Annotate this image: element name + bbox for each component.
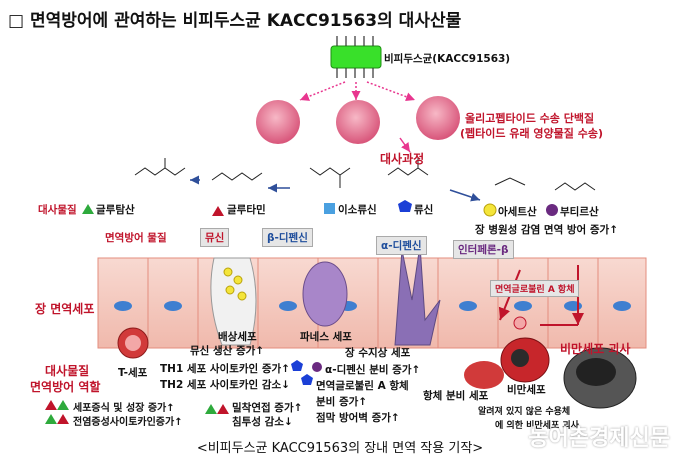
mucosa-effect: 점막 방어벽 증가↑ <box>316 412 400 424</box>
glutamate-molecule-icon <box>134 158 186 176</box>
intestinal-epithelium <box>97 257 647 349</box>
acetic-label: 아세트산 <box>498 206 537 218</box>
receptor-icon <box>513 316 527 330</box>
epithelial-cells <box>147 258 599 348</box>
goblet-cell-icon <box>210 257 257 346</box>
plasma-cell-label: 항체 분비 세포 <box>423 390 489 402</box>
page-title: □ 면역방어에 관여하는 비피두스균 KACC91563의 대사산물 <box>8 11 462 31</box>
t-cell-label: T-세포 <box>118 367 148 379</box>
dendritic-cell-label: 장 수지상 세포 <box>345 347 411 359</box>
butyric-molecule-icon <box>554 182 596 191</box>
beta-defensin-label: β-디펜신 <box>262 228 313 247</box>
iga-effect: 면역글로불린 A 항체 <box>316 380 409 392</box>
iga-secretion-effect: 분비 증가↑ <box>316 396 368 408</box>
oligopeptide-label-1: 올리고펩타이드 수송 단백질 <box>465 112 595 125</box>
plasma-cell-icon <box>464 361 504 389</box>
oligopeptide-protein-icon <box>256 100 300 144</box>
mucin-production-effect: 뮤신 생산 증가↑ <box>190 345 265 357</box>
goblet-cell-label: 배상세포 <box>218 331 257 343</box>
alpha-defensin-label: α-디펜신 <box>376 236 427 255</box>
antibody-label: 면역글로불린 A 항체 <box>490 280 580 297</box>
unknown-receptor-effect: 알려져 있지 않은 수용체 <box>478 407 571 417</box>
dendritic-cell-icon <box>394 244 441 346</box>
mast-cell-label: 비만세포 <box>507 384 546 396</box>
oligopeptide-protein-icon <box>336 100 380 144</box>
glutamate-label: 글루탐산 <box>96 204 135 216</box>
paneth-cell-label: 파네스 세포 <box>300 331 352 343</box>
watermark: 농어촌경제신문 <box>528 426 670 451</box>
left-panel-item-2: 전염증성사이토카인증가↑ <box>73 417 183 428</box>
pathogen-defense-label: 장 병원성 감염 면역 방어 증가↑ <box>475 224 618 236</box>
bacterium-icon <box>330 36 382 78</box>
th2-effect: TH2 세포 사이토카인 감소↓ <box>160 379 290 391</box>
tight-junction-effect: 밀착연접 증가↑ <box>232 402 303 414</box>
permeability-effect: 침투성 감소↓ <box>232 416 293 428</box>
glutamine-molecule-icon <box>211 172 263 181</box>
oligopeptide-protein-icon <box>416 96 460 140</box>
metabolite-label: 대사물질 <box>38 204 77 216</box>
mucin-label: 뮤신 <box>200 228 230 247</box>
left-panel-title-2: 면역방어 역할 <box>30 380 101 394</box>
butyric-label: 부티르산 <box>560 206 599 218</box>
figure-caption: <비피두스균 KACC91563의 장내 면역 작용 기작> <box>196 441 484 456</box>
paneth-cell-icon <box>302 261 348 327</box>
glutamine-label: 글루타민 <box>227 204 266 216</box>
acetic-molecule-icon <box>494 177 526 186</box>
bacterium-label: 비피두스균(KACC91563) <box>384 53 511 65</box>
isoleucine-molecule-icon <box>309 167 351 188</box>
mast-cell-necrosis-effect: 에 의한 비만세포 괴사 <box>495 421 579 431</box>
leucine-molecule-icon <box>387 158 429 176</box>
mast-cell-necrosis-label: 비만세포 괴사 <box>560 342 631 356</box>
isoleucine-label: 이소류신 <box>338 204 377 216</box>
th1-effect: TH1 세포 사이토카인 증가↑ <box>160 363 290 375</box>
leucine-label: 류신 <box>414 204 434 216</box>
left-panel-item-1: 세포증식 및 성장 증가↑ <box>73 403 175 414</box>
interferon-label: 인터페론-β <box>453 240 514 259</box>
intestinal-immune-cell-label: 장 면역세포 <box>35 302 95 316</box>
alpha-defensin-effect: α-디펜신 분비 증가↑ <box>325 364 421 376</box>
oligopeptide-label-2: (펩타이드 유래 영양물질 수송) <box>460 127 603 140</box>
left-panel-title-1: 대사물질 <box>45 364 90 378</box>
immune-material-label: 면역방어 물질 <box>105 232 167 244</box>
metabolic-process-label: 대사과정 <box>380 152 425 166</box>
